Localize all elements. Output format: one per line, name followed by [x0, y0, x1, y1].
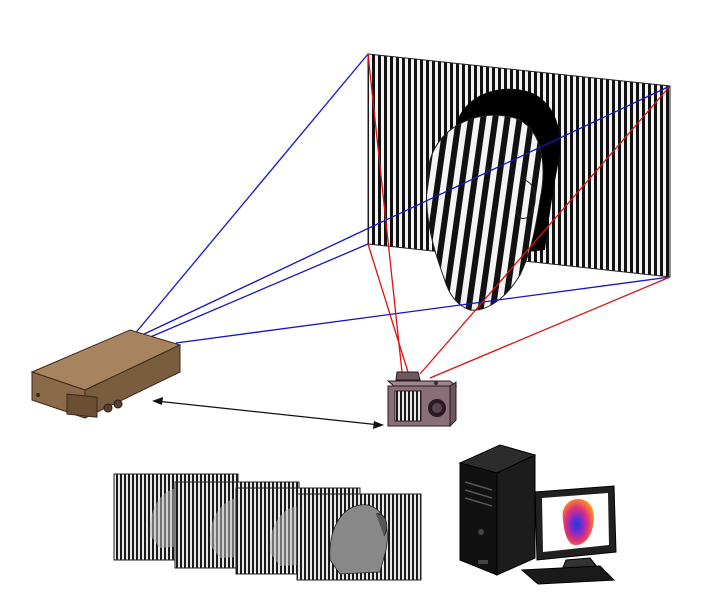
- camera-rays: [367, 53, 671, 379]
- monitor-icon: [520, 485, 617, 585]
- striped-head: [426, 114, 544, 311]
- double-arrow-icon: [152, 397, 384, 429]
- captured-frames: [113, 473, 422, 581]
- projector-rays: [132, 53, 671, 344]
- camera-icon: [386, 371, 458, 428]
- projector-icon: [30, 329, 182, 419]
- frame-4: [296, 493, 422, 581]
- heatmap-head: [562, 499, 594, 546]
- desktop-computer-icon: [458, 444, 537, 576]
